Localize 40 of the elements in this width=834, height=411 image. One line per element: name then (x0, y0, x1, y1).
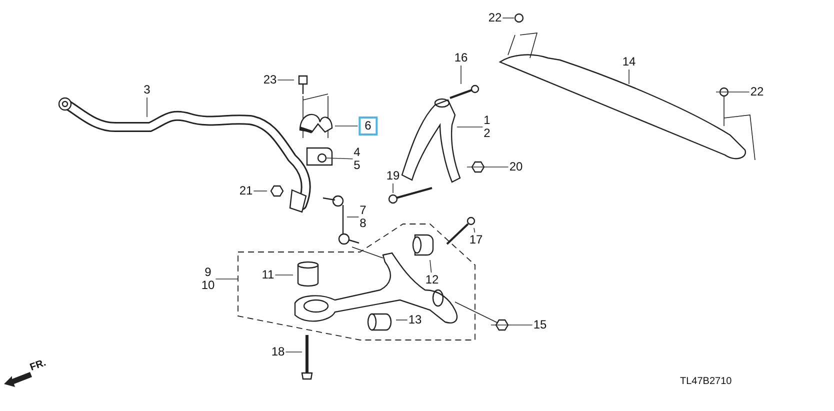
leader-line (456, 126, 484, 128)
leader-line (392, 183, 394, 194)
diagram-code: TL47B2710 (680, 376, 732, 387)
callout-number: 12 (425, 274, 439, 286)
callout-number: 2 (484, 127, 490, 140)
callout-number: 11 (262, 268, 274, 282)
callout-number: 18 (271, 346, 285, 358)
callout-number: 19 (386, 170, 400, 182)
callout-number: 21 (239, 184, 253, 198)
leader-line (274, 274, 294, 276)
leader-line (346, 216, 360, 218)
callout-number: 17 (469, 234, 483, 246)
callout-number: 10 (201, 279, 215, 292)
callout-number: 13 (408, 314, 422, 326)
leader-line (628, 69, 630, 84)
callout-number: 15 (533, 318, 547, 332)
callout-number: 6 (358, 116, 378, 136)
callout-number: 14 (622, 56, 636, 68)
direction-label: FR. (28, 358, 48, 374)
callout-number: 7 (360, 204, 366, 217)
leader-line (326, 158, 354, 160)
leader-line (253, 190, 268, 192)
leader-line (466, 166, 509, 168)
leader-line (490, 324, 533, 326)
callout-number: 23 (263, 74, 277, 86)
callout-number: 22 (488, 12, 502, 24)
callout-number: 22 (750, 86, 764, 98)
leader-line (215, 278, 238, 280)
leader-line (474, 228, 476, 233)
callout-number: 1 (484, 114, 490, 127)
callout-number: 5 (354, 159, 360, 172)
callout-number: 20 (509, 160, 523, 174)
callout-number: 3 (144, 84, 150, 96)
leader-line (430, 260, 432, 273)
callout-number: 9 (204, 266, 212, 279)
callout-number: 8 (360, 217, 366, 230)
leader-line (460, 65, 462, 84)
callout-number: 16 (454, 52, 468, 64)
callout-number: 4 (354, 146, 360, 159)
leader-line (146, 97, 148, 118)
